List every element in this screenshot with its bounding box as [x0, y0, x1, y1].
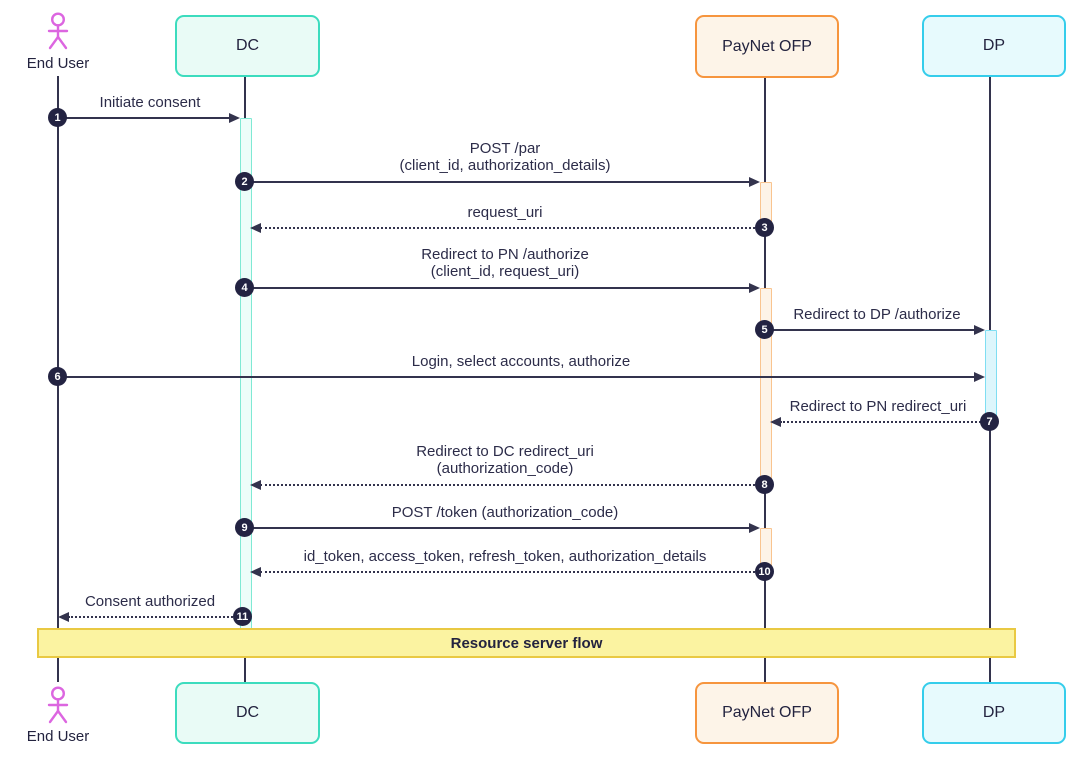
participant-box-dc-top: DC	[175, 15, 320, 77]
message-6-arrowhead-icon	[974, 372, 985, 382]
message-11-arrowhead-icon	[58, 612, 69, 622]
message-4-line	[245, 287, 750, 289]
message-1-arrowhead-icon	[229, 113, 240, 123]
end-user-actor-icon-bottom	[47, 686, 69, 724]
participant-label-ofp-top: PayNet OFP	[722, 37, 812, 55]
message-8-badge: 8	[755, 475, 774, 494]
message-8-arrowhead-icon	[250, 480, 261, 490]
message-9-arrowhead-icon	[749, 523, 760, 533]
message-11-line	[68, 616, 240, 618]
message-10-arrowhead-icon	[250, 567, 261, 577]
message-5-label: Redirect to DP /authorize	[793, 306, 961, 323]
message-5-arrowhead-icon	[974, 325, 985, 335]
participant-label-dp-bottom: DP	[982, 704, 1006, 721]
participant-label-dc-top: DC	[235, 37, 260, 54]
participant-box-ofp-top: PayNet OFP	[695, 15, 839, 78]
participant-label-dp-top: DP	[982, 37, 1006, 54]
message-3-arrowhead-icon	[250, 223, 261, 233]
participant-box-dp-top: DP	[922, 15, 1066, 77]
message-6-badge: 6	[48, 367, 67, 386]
message-7-label: Redirect to PN redirect_uri	[789, 398, 967, 415]
message-7-badge: 7	[980, 412, 999, 431]
message-2-label: POST /par (client_id, authorization_deta…	[399, 140, 611, 174]
message-1-badge: 1	[48, 108, 67, 127]
participant-label-dc-bottom: DC	[235, 704, 260, 721]
participant-box-dc-bottom: DC	[175, 682, 320, 744]
message-5-badge: 5	[755, 320, 774, 339]
message-1-line	[58, 117, 232, 119]
actor-label-enduser-top: End User	[26, 55, 90, 72]
message-2-line	[245, 181, 750, 183]
message-5-line	[765, 329, 974, 331]
message-4-arrowhead-icon	[749, 283, 760, 293]
message-11-badge: 11	[233, 607, 252, 626]
message-10-badge: 10	[755, 562, 774, 581]
message-6-line	[58, 376, 974, 378]
message-9-label: POST /token (authorization_code)	[391, 504, 619, 521]
participant-box-ofp-bottom: PayNet OFP	[695, 682, 839, 744]
message-2-arrowhead-icon	[749, 177, 760, 187]
message-10-label: id_token, access_token, refresh_token, a…	[303, 548, 707, 565]
resource-server-flow-label: Resource server flow	[450, 634, 603, 652]
message-3-badge: 3	[755, 218, 774, 237]
message-8-label: Redirect to DC redirect_uri (authorizati…	[416, 443, 594, 477]
participant-label-ofp-bottom: PayNet OFP	[722, 704, 812, 721]
participant-box-dp-bottom: DP	[922, 682, 1066, 744]
end-user-actor-icon	[47, 12, 69, 50]
resource-server-flow-band: Resource server flow	[37, 628, 1016, 658]
message-10-line	[260, 571, 763, 573]
message-2-badge: 2	[235, 172, 254, 191]
message-8-line	[260, 484, 763, 486]
message-1-label: Initiate consent	[99, 94, 201, 111]
message-7-line	[780, 421, 988, 423]
actor-label-enduser-bottom: End User	[26, 728, 90, 745]
message-6-label: Login, select accounts, authorize	[411, 353, 631, 370]
message-9-line	[245, 527, 750, 529]
message-4-badge: 4	[235, 278, 254, 297]
message-3-line	[260, 227, 763, 229]
message-4-label: Redirect to PN /authorize (client_id, re…	[421, 246, 589, 280]
message-3-label: request_uri	[467, 204, 543, 221]
message-11-label: Consent authorized	[84, 593, 216, 610]
message-7-arrowhead-icon	[770, 417, 781, 427]
message-9-badge: 9	[235, 518, 254, 537]
